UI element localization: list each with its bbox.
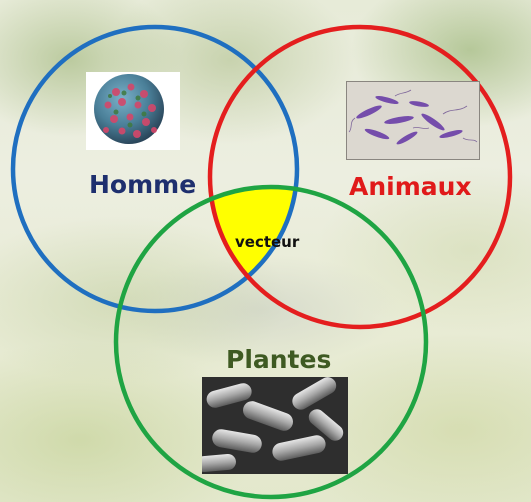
bacteria-micrograph-icon	[202, 377, 348, 474]
homme-label: Homme	[89, 172, 196, 197]
vecteur-label: vecteur	[235, 235, 299, 250]
plantes-label: Plantes	[226, 347, 331, 372]
animaux-label: Animaux	[349, 174, 472, 199]
virus-particle-icon	[86, 72, 180, 150]
trypanosome-parasite-icon	[346, 81, 480, 160]
